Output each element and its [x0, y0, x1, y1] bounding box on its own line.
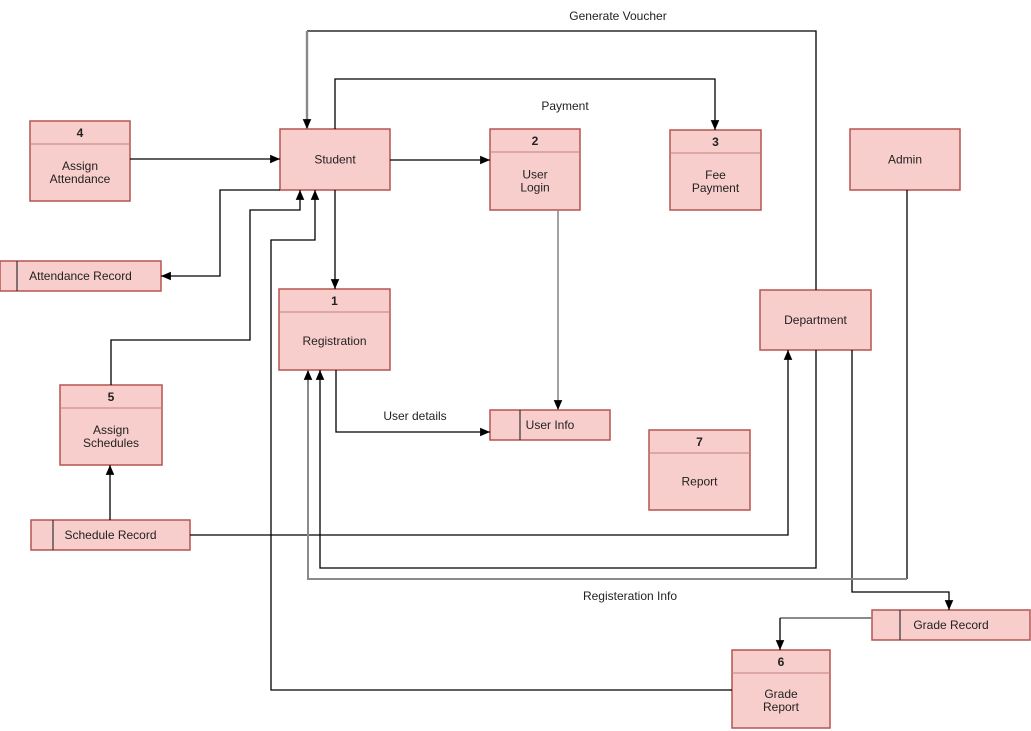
edge-department-to-registration — [315, 350, 817, 569]
edge-student-to-attendance-record — [161, 189, 280, 281]
node-fee-payment-label: Fee — [705, 168, 726, 182]
node-user-info-box — [489, 409, 611, 441]
edge-grade-report-to-student — [270, 190, 732, 691]
node-attendance-record[interactable]: Attendance Record — [0, 260, 162, 292]
node-assign-attendance-box — [29, 120, 131, 202]
node-fee-payment-number: 3 — [712, 135, 719, 149]
node-assign-schedules-number: 5 — [108, 390, 115, 404]
node-assign-schedules-label: Assign — [93, 423, 129, 437]
node-user-login-label: Login — [520, 181, 549, 195]
node-schedule-record-box — [30, 519, 191, 551]
node-registration-number: 1 — [331, 294, 338, 308]
node-department[interactable]: Department — [759, 289, 872, 351]
node-report-number: 7 — [696, 435, 703, 449]
node-fee-payment-label: Payment — [692, 181, 740, 195]
node-assign-schedules-label: Schedules — [83, 436, 139, 450]
node-user-info[interactable]: User Info — [489, 409, 611, 441]
node-student-label: Student — [314, 153, 356, 167]
node-grade-report-label: Report — [763, 700, 800, 714]
node-user-login-label: User — [522, 168, 547, 182]
edge-admin-to-registration-arrow — [303, 370, 907, 580]
node-registration-label: Registration — [302, 334, 366, 348]
edge-registration-to-user-info — [335, 370, 490, 437]
node-grade-report-number: 6 — [778, 655, 785, 669]
node-grade-report-box — [731, 649, 831, 729]
generate-voucher-label: Generate Voucher — [569, 9, 666, 23]
payment-label: Payment — [541, 99, 589, 113]
node-user-login-number: 2 — [532, 134, 539, 148]
node-assign-schedules-box — [59, 384, 163, 466]
node-department-label: Department — [784, 313, 847, 327]
node-admin-box — [849, 128, 961, 191]
node-assign-attendance-label: Attendance — [50, 172, 111, 186]
edge-student-to-fee-payment — [334, 78, 720, 130]
node-report-label: Report — [681, 475, 718, 489]
edge-department-to-student-path — [307, 30, 817, 290]
node-attendance-record-box — [0, 260, 162, 292]
node-grade-record-label: Grade Record — [913, 618, 988, 632]
node-user-login-box — [489, 128, 581, 211]
node-grade-record[interactable]: Grade Record — [871, 609, 1031, 641]
node-student[interactable]: Student — [279, 128, 391, 191]
registeration-info-label: Registeration Info — [583, 589, 677, 603]
user-details-label: User details — [383, 409, 446, 423]
node-grade-report-label: Grade — [764, 687, 798, 701]
edge-department-to-grade-record — [851, 350, 954, 610]
node-report-box — [648, 429, 751, 511]
node-attendance-record-label: Attendance Record — [29, 269, 132, 283]
edge-schedule-record-to-department — [190, 350, 793, 536]
node-assign-attendance-label: Assign — [62, 159, 98, 173]
node-student-box — [279, 128, 391, 191]
node-schedule-record[interactable]: Schedule Record — [30, 519, 191, 551]
node-grade-record-box — [871, 609, 1031, 641]
node-user-info-label: User Info — [526, 418, 575, 432]
edge-assign-schedules-to-student — [110, 190, 305, 385]
node-assign-attendance-number: 4 — [77, 126, 84, 140]
node-admin[interactable]: Admin — [849, 128, 961, 191]
node-schedule-record-label: Schedule Record — [64, 528, 156, 542]
node-fee-payment-box — [669, 129, 762, 211]
node-admin-label: Admin — [888, 153, 922, 167]
